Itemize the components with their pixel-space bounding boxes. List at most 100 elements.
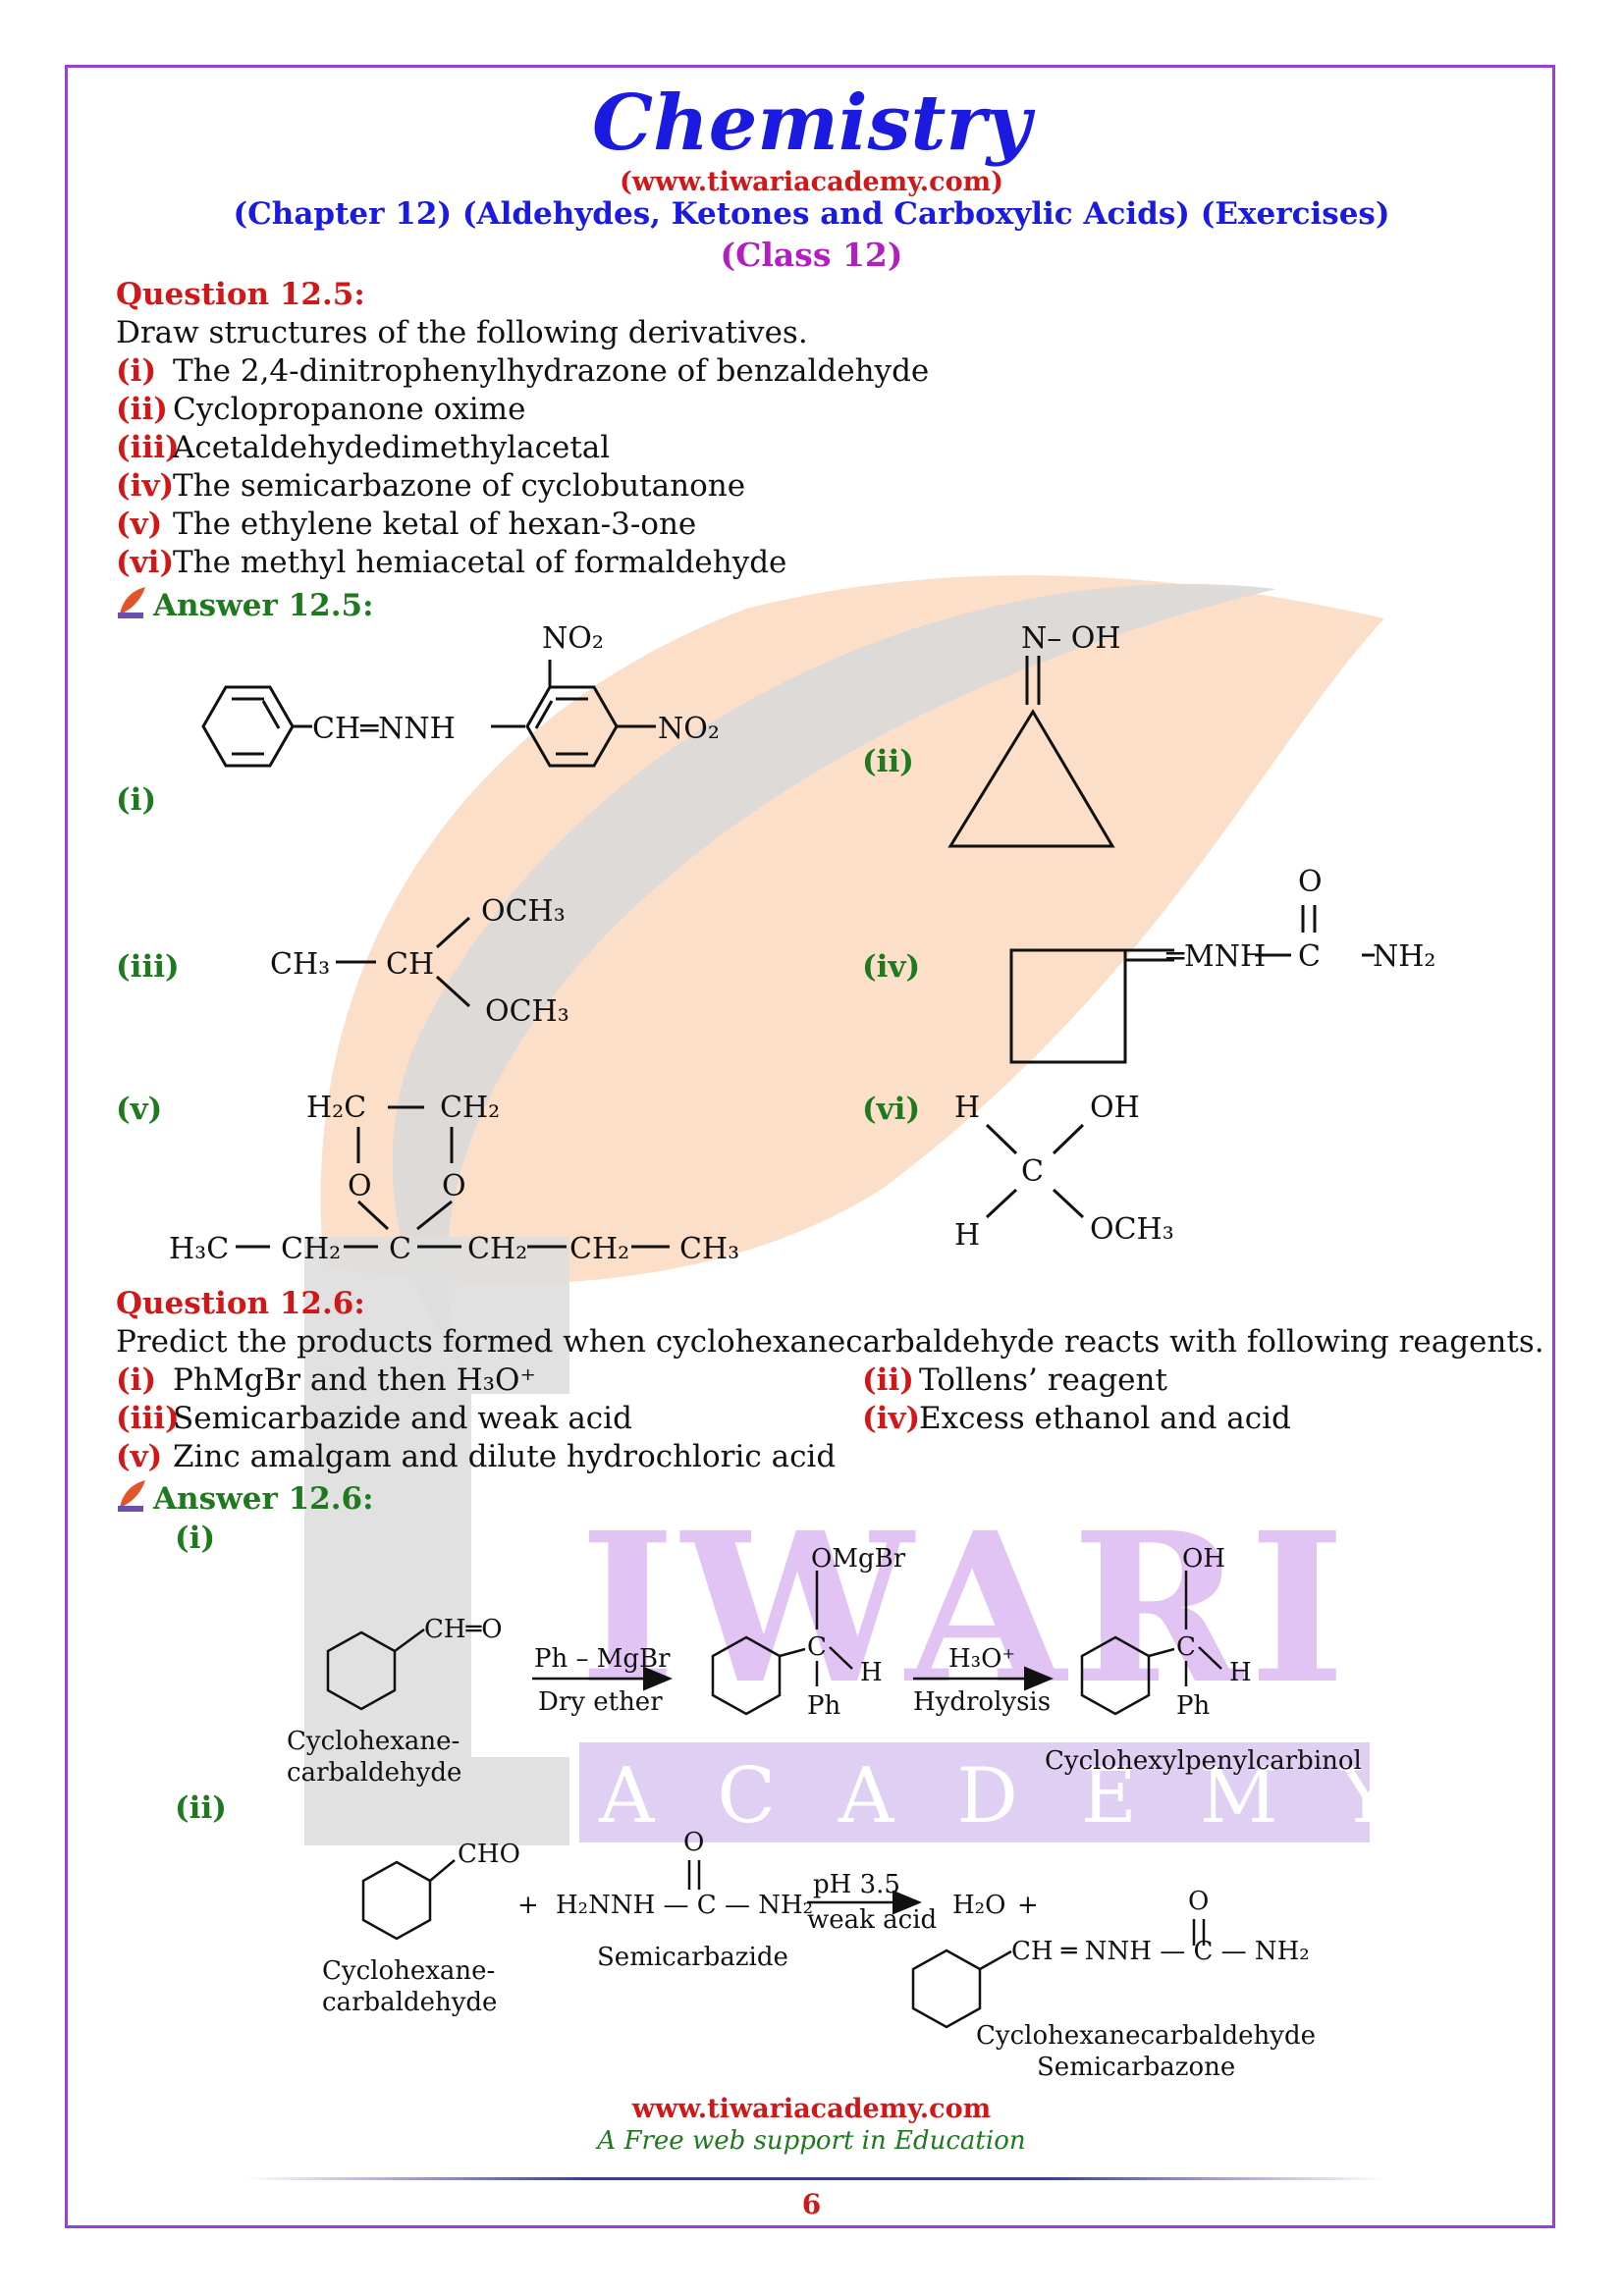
question-12-6-item: (iii)Semicarbazide and weak acid xyxy=(116,1401,632,1436)
struct-iii-och3-top: OCH₃ xyxy=(481,894,566,929)
page-number: 6 xyxy=(801,2188,822,2220)
rxn-ii-reactant-name-2: carbaldehyde xyxy=(322,1988,497,2017)
watermark-word-iwari: IWARI xyxy=(579,1487,1352,1730)
benzene-ring-icon xyxy=(525,685,619,768)
struct-vi-h-bottom: H xyxy=(954,1218,980,1253)
item-text: PhMgBr and then H₃O⁺ xyxy=(173,1362,536,1398)
question-12-5-item: (i)The 2,4-dinitrophenylhydrazone of ben… xyxy=(116,353,929,389)
struct-vi-h-top: H xyxy=(954,1091,980,1125)
struct-v-ch3: CH₃ xyxy=(679,1232,739,1266)
rxn-i-h2: H xyxy=(1229,1658,1252,1687)
answer-12-5-title: Answer 12.5: xyxy=(153,588,374,623)
struct-v-ch2-a: CH₂ xyxy=(281,1232,341,1266)
rxn-ii-product-name-1: Cyclohexanecarbaldehyde xyxy=(976,2021,1316,2051)
item-number: (iv) xyxy=(116,468,175,504)
struct-v-ch2-b: CH₂ xyxy=(467,1232,527,1266)
watermark-letter-shape xyxy=(304,1237,569,1845)
header-url: (www.tiwariacademy.com) xyxy=(620,167,1003,197)
rxn-ii-cond-top: pH 3.5 xyxy=(813,1870,900,1899)
item-number: (iv) xyxy=(862,1401,921,1436)
rxn-ii-water: H₂O xyxy=(952,1891,1005,1920)
rxn-ii-plus-1: + xyxy=(517,1891,539,1920)
answer-label-vi: (vi) xyxy=(862,1092,921,1127)
answer-12-6-title: Answer 12.6: xyxy=(153,1481,374,1517)
watermark-word-academy: ACADEMY xyxy=(599,1752,1455,1841)
rxn-i-omgbr: OMgBr xyxy=(811,1544,906,1574)
item-text: The ethylene ketal of hexan-3-one xyxy=(173,507,697,542)
footer-tagline: A Free web support in Education xyxy=(597,2126,1026,2156)
rxn-ii-product-chain: CH ═ NNH — C — NH₂ xyxy=(1011,1937,1310,1966)
question-12-5-title: Question 12.5: xyxy=(116,277,365,312)
item-text: The 2,4-dinitrophenylhydrazone of benzal… xyxy=(173,353,930,389)
struct-iv-c: C xyxy=(1298,939,1321,974)
struct-iii-ch3: CH₃ xyxy=(270,947,330,982)
rxn-i-reagent-bottom: Dry ether xyxy=(538,1687,663,1717)
rxn-ii-o: O xyxy=(683,1828,704,1857)
rxn-ii-semicarbazide-name: Semicarbazide xyxy=(597,1943,788,1972)
item-text: Tollens’ reagent xyxy=(919,1362,1167,1398)
struct-iii-ch: CH xyxy=(386,947,434,982)
question-12-5-prompt: Draw structures of the following derivat… xyxy=(116,315,808,350)
cyclopropane-ring-icon xyxy=(947,709,1115,848)
watermark-academy-band xyxy=(579,1742,1370,1842)
struct-v-o-right: O xyxy=(442,1169,466,1203)
answer-12-6-label-i: (i) xyxy=(175,1521,216,1556)
rxn-ii-product-o: O xyxy=(1188,1887,1209,1916)
cyclohexane-ring-icon xyxy=(711,1635,782,1716)
cyclohexane-ring-icon xyxy=(326,1630,397,1711)
item-number: (ii) xyxy=(116,392,168,427)
benzene-ring-icon xyxy=(201,685,295,768)
struct-v-h3c: H₃C xyxy=(169,1232,229,1266)
answer-12-6-reactions: CH═O Cyclohexane- carbaldehyde Ph – MgBr… xyxy=(287,1544,1362,2082)
answer-label-ii: (ii) xyxy=(862,744,914,779)
cyclobutane-ring-icon xyxy=(1009,948,1127,1064)
rxn-i-reagent-top: Ph – MgBr xyxy=(534,1644,671,1674)
watermark-leaf xyxy=(320,575,1384,1284)
item-number: (vi) xyxy=(116,545,175,580)
struct-v-c: C xyxy=(389,1232,411,1266)
struct-iv-o: O xyxy=(1298,865,1323,899)
question-12-6-title: Question 12.6: xyxy=(116,1286,365,1321)
struct-v-ch2-top: CH₂ xyxy=(440,1091,500,1125)
item-number: (iii) xyxy=(116,1401,180,1436)
rxn-ii-cond-bottom: weak acid xyxy=(807,1905,937,1935)
rxn-ii-cho: CHO xyxy=(458,1840,520,1869)
rxn-i-c2: C xyxy=(1176,1632,1196,1662)
struct-iv-nh2: NH₂ xyxy=(1373,939,1435,974)
item-text: The semicarbazone of cyclobutanone xyxy=(173,468,746,504)
cyclohexane-ring-icon xyxy=(361,1860,432,1941)
class-heading: (Class 12) xyxy=(720,236,903,274)
struct-vi-oh: OH xyxy=(1090,1091,1140,1125)
question-12-5-item: (v)The ethylene ketal of hexan-3-one xyxy=(116,507,696,542)
question-12-5-item: (ii)Cyclopropanone oxime xyxy=(116,392,525,427)
answer-label-iii: (iii) xyxy=(116,949,180,985)
footer-url[interactable]: www.tiwariacademy.com xyxy=(631,2094,992,2124)
struct-v-ch2-c: CH₂ xyxy=(569,1232,629,1266)
answer-icon xyxy=(118,587,145,618)
rxn-i-reactant-name-1: Cyclohexane- xyxy=(287,1727,460,1756)
rxn-ii-product-name-2: Semicarbazone xyxy=(1037,2053,1235,2082)
rxn-ii-semicarbazide: H₂NNH — C — NH₂ xyxy=(556,1891,813,1920)
answer-icon xyxy=(118,1480,145,1512)
struct-i-no2-top: NO₂ xyxy=(542,621,604,656)
struct-vi-och3: OCH₃ xyxy=(1090,1212,1174,1247)
question-12-6-item: (ii)Tollens’ reagent xyxy=(862,1362,1167,1398)
rxn-i-c: C xyxy=(807,1632,827,1662)
answer-12-5-structures: NO₂ CH═NNH NO₂ N– OH CH₃ CH OCH₃ OCH₃ O … xyxy=(169,621,1435,1266)
item-number: (v) xyxy=(116,1439,163,1474)
struct-i-ch-nnh: CH═NNH xyxy=(312,712,456,746)
struct-iii-och3-bottom: OCH₃ xyxy=(485,994,569,1029)
question-12-6-item: (iv)Excess ethanol and acid xyxy=(862,1401,1291,1436)
footer-divider xyxy=(245,2177,1384,2180)
rxn-ii-reactant-name-1: Cyclohexane- xyxy=(322,1956,495,1986)
item-text: Cyclopropanone oxime xyxy=(173,392,526,427)
struct-ii-noh: N– OH xyxy=(1021,621,1121,656)
item-text: Zinc amalgam and dilute hydrochloric aci… xyxy=(173,1439,837,1474)
item-text: Acetaldehydedimethylacetal xyxy=(173,430,611,465)
rxn-i-reactant-name-2: carbaldehyde xyxy=(287,1758,461,1788)
chapter-heading: (Chapter 12) (Aldehydes, Ketones and Car… xyxy=(233,196,1390,232)
page-title: Chemistry xyxy=(592,79,1031,168)
watermark-swoosh xyxy=(392,583,1276,1364)
question-12-5-item: (vi)The methyl hemiacetal of formaldehyd… xyxy=(116,545,786,580)
struct-v-o-left: O xyxy=(348,1169,372,1203)
